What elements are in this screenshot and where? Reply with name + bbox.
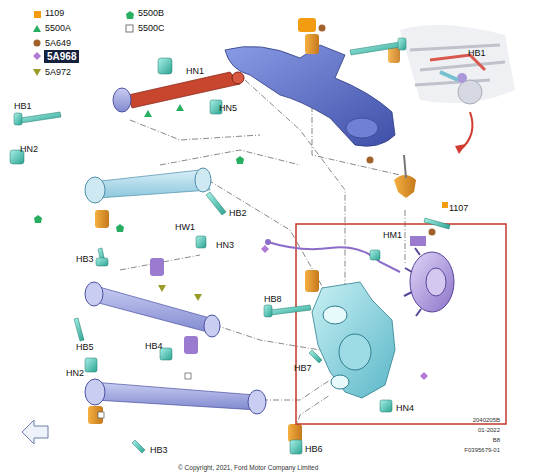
callout-label: HB1 (14, 101, 32, 112)
drawing-note: 2040205B (473, 416, 500, 425)
legend-code: 5500A (45, 23, 71, 34)
legend-code: 5A972 (45, 67, 71, 78)
callout-label: 1107 (449, 203, 468, 214)
callout-label: HB3 (150, 445, 168, 456)
callout-label: HB3 (76, 254, 94, 265)
drawing-note: F0395679-01 (464, 446, 500, 455)
callout-label: HN3 (216, 240, 234, 251)
callout-label: HB8 (264, 294, 282, 305)
drawing-note: 01-2022 (478, 426, 500, 435)
legend-code: 5500C (138, 23, 165, 34)
callout-label: HW1 (175, 222, 195, 233)
callout-label: HB7 (294, 363, 312, 374)
callout-label: HM1 (383, 230, 402, 241)
drawing-note: © Copyright, 2021, Ford Motor Company Li… (178, 462, 318, 473)
callout-label: HN1 (186, 66, 204, 77)
callout-label: HN5 (219, 103, 237, 114)
callout-label: HB6 (305, 444, 323, 455)
callout-label: HB1 (468, 48, 486, 59)
callout-label: HB4 (145, 341, 163, 352)
callout-label: HN4 (396, 403, 414, 414)
legend-code: 5A968 (44, 50, 79, 63)
callout-label: HN2 (20, 144, 38, 155)
drawing-note: B8 (493, 436, 500, 445)
legend-code: 5500B (138, 8, 164, 19)
callout-label: HB5 (76, 342, 94, 353)
legend-code: 1109 (45, 8, 64, 19)
callout-label: HN2 (66, 368, 84, 379)
legend-code: 5A649 (45, 38, 71, 49)
callout-label: HB2 (229, 208, 247, 219)
